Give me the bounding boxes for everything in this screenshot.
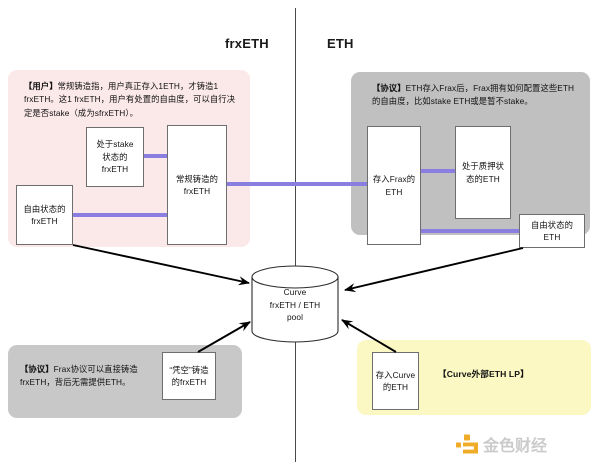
panel-protocol-mint-note-tag: 【协议】 [20,364,54,374]
watermark-text: 金色财经 [483,438,548,455]
curve-pool-cylinder: Curve frxETH / ETH pool [250,265,340,343]
connector-deposit-frax-to-free-eth [419,229,521,233]
connector-staked-frxeth-to-minted [142,154,169,158]
watermark: 金色财经 [456,432,547,456]
column-header-frxeth: frxETH [225,36,269,51]
connector-minted-frxeth-to-deposit-frax [225,182,369,186]
connector-free-frxeth-to-minted [72,213,169,217]
node-staked-eth: 处于质押状态的ETH [455,126,511,219]
curve-pool-line2: frxETH / ETH [269,299,321,310]
arrow-free-frxeth-to-pool [72,244,250,286]
node-void-minted-frxeth: “凭空”铸造的frxETH [162,352,216,400]
panel-user-note: 【用户】常规铸造指，用户真正存入1ETH，才铸造1 frxETH。这1 frxE… [24,80,238,120]
column-header-eth: ETH [327,36,354,51]
curve-lp-label: 【Curve外部ETH LP】 [438,369,529,379]
panel-protocol-eth-note: 【协议】ETH存入Frax后，Frax拥有如何配置这些ETH的自由度，比如sta… [372,82,580,109]
cylinder-shape-icon [251,265,339,343]
curve-pool-line3: pool [286,312,304,323]
connector-deposit-frax-to-staked-eth [419,169,457,173]
panel-user-note-text: 常规铸造指，用户真正存入1ETH，才铸造1 frxETH。这1 frxETH，用… [24,81,236,118]
panel-protocol-mint-note-text: Frax协议可以直接铸造frxETH，背后无需提供ETH。 [20,364,138,388]
panel-user-note-tag: 【用户】 [24,81,58,91]
jinse-logo-icon [456,434,478,454]
curve-pool-line1: Curve [283,287,307,297]
panel-protocol-mint-note: 【协议】Frax协议可以直接铸造frxETH，背后无需提供ETH。 [20,363,160,390]
node-void-minted-frxeth-label: “凭空”铸造的frxETH [169,364,209,387]
node-staked-eth-label: 处于质押状态的ETH [462,161,504,184]
curve-pool-label: Curve frxETH / ETH pool [250,286,340,324]
center-divider [295,8,296,462]
panel-protocol-eth-note-tag: 【协议】 [372,83,406,93]
panel-protocol-eth-note-text: ETH存入Frax后，Frax拥有如何配置这些ETH的自由度，比如stake E… [372,83,575,107]
arrow-free-eth-to-pool [344,247,524,293]
